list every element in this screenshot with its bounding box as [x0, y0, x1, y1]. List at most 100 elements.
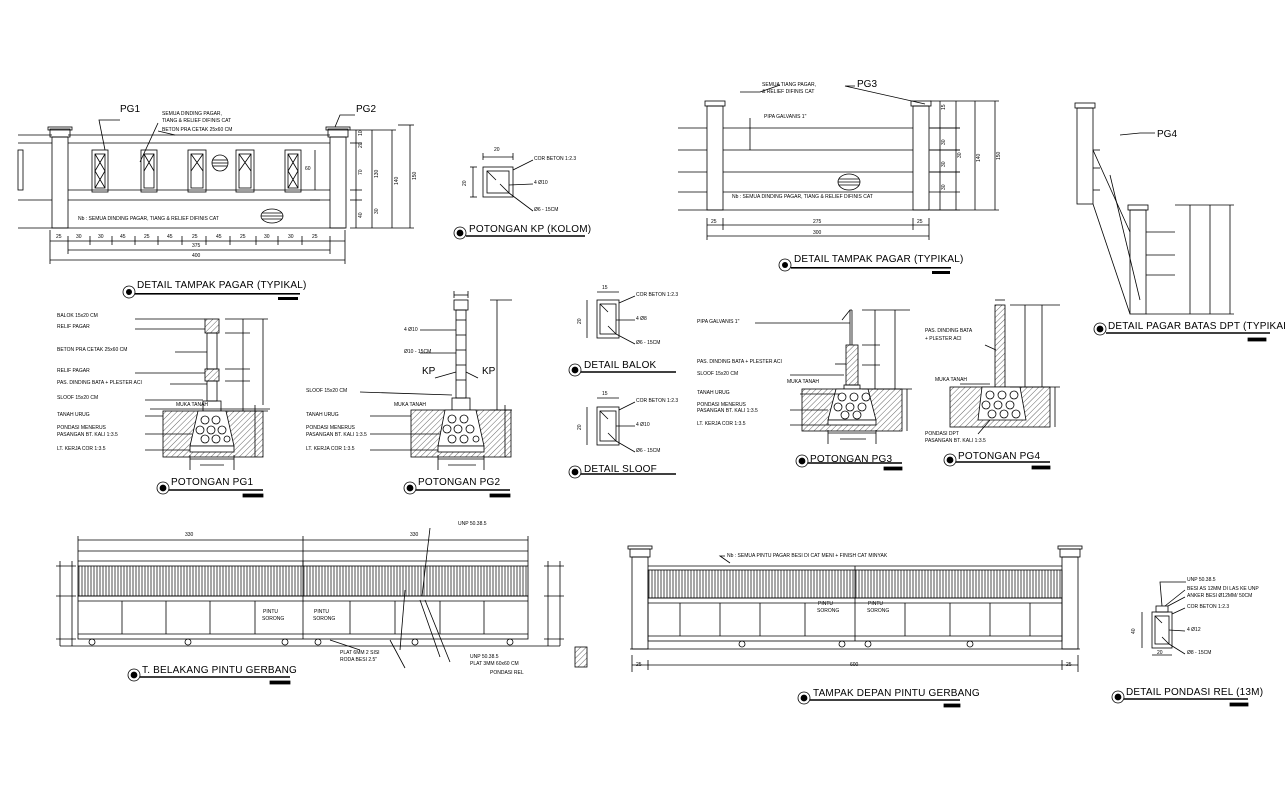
title-pagar-batas: DETAIL PAGAR BATAS DPT (TYPIKAL) — [1108, 321, 1285, 332]
tag-pg2: PG2 — [356, 104, 377, 115]
pg2-label-4: TANAH URUG — [306, 412, 339, 418]
title-potongan-pg3: POTONGAN PG3 — [810, 454, 893, 465]
pg3-label-2: SLOOF 15x20 CM — [697, 371, 739, 377]
section-pg3 — [755, 309, 912, 471]
kp-tag-left: KP — [422, 366, 436, 377]
rel-unp: UNP 50.38.5 — [1187, 577, 1216, 583]
rel-bar: 4 Ø12 — [1187, 627, 1201, 633]
note-relief-difinis: & RELIEF DIFINIS CAT — [762, 89, 815, 95]
pg3-label-4: TANAH URUG — [697, 390, 730, 396]
dim-rv-3: 30 — [941, 184, 947, 190]
pg1-label-2: BETON PRA CETAK 25x60 CM — [57, 347, 128, 353]
rel-dim-h: 40 — [1131, 628, 1137, 634]
pg2-label-3: MUKA TANAH — [394, 402, 427, 408]
rel-dim-w: 20 — [1157, 650, 1163, 656]
kp-dim-h: 20 — [462, 180, 468, 186]
dim-lr-7: 150 — [412, 171, 418, 180]
balok-cor: COR BETON 1:2.3 — [636, 292, 679, 298]
pg1-label-7: TANAH URUG — [57, 412, 90, 418]
pg3-label-0: PIPA GALVANIS 1" — [697, 319, 740, 325]
dim-lr-1: 20 — [358, 142, 364, 148]
gate-dim-600: 600 — [850, 662, 859, 668]
pg4-label-4: PASANGAN BT. KALI 1:3.5 — [925, 438, 986, 444]
pg1-label-6: MUKA TANAH — [176, 402, 209, 408]
gate-unp-bot: UNP 50.38.5 — [470, 654, 499, 660]
gate-roda: RODA BESI 2.5" — [340, 657, 378, 663]
title-potongan-pg4: POTONGAN PG4 — [958, 451, 1041, 462]
title-detail-sloof: DETAIL SLOOF — [584, 464, 657, 475]
gate-pintu-1: PINTU — [263, 609, 278, 615]
dim-lr-5: 130 — [374, 169, 380, 178]
pg1-label-3: RELIF PAGAR — [57, 368, 90, 374]
title-detail-balok: DETAIL BALOK — [584, 360, 657, 371]
kp-stirrup: Ø6 - 15CM — [534, 207, 559, 213]
gate-plat-sisi: PLAT 6MM 2 SISI — [340, 650, 380, 656]
gate-front-pintu-2: PINTU — [868, 601, 883, 607]
dim-lb-3: 45 — [120, 234, 126, 240]
balok-dim-w: 15 — [602, 285, 608, 291]
dim-lb-5: 45 — [167, 234, 173, 240]
dim-lb-2: 30 — [98, 234, 104, 240]
pg3-label-5: PONDASI MENERUS — [697, 402, 746, 408]
dim-rv-6: 150 — [996, 151, 1002, 160]
boundary-fence-detail — [1074, 102, 1270, 342]
gate-plat-3mm: PLAT 3MM 60x60 CM — [470, 661, 519, 667]
pg4-label-3: PONDASI DPT — [925, 431, 959, 437]
pg3-label-6: PASANGAN BT. KALI 1:3.5 — [697, 408, 758, 414]
dim-rv-4: 30 — [957, 152, 963, 158]
dim-rv-2: 30 — [941, 161, 947, 167]
gate-front-sorong-2: SORONG — [867, 608, 890, 614]
kp-dim-w: 20 — [494, 147, 500, 153]
sloof-dim-w: 15 — [602, 391, 608, 397]
note-nb-dinding-right: Nb : SEMUA DINDING PAGAR, TIANG & RELIEF… — [732, 194, 873, 200]
scale-bars — [122, 258, 951, 300]
kp-cor: COR BETON 1:2.3 — [534, 156, 577, 162]
sloof-stirrup: Ø6 - 15CM — [636, 448, 661, 454]
dim-right-total: 300 — [813, 230, 822, 236]
dim-lb-10: 30 — [288, 234, 294, 240]
pg2-label-2: SLOOF 15x20 CM — [306, 388, 348, 394]
pg3-label-7: LT. KERJA COR 1:3.5 — [697, 421, 746, 427]
rel-stirrup: Ø8 - 15CM — [1187, 650, 1212, 656]
dim-rv-1: 30 — [941, 139, 947, 145]
dim-lr-3: 40 — [358, 212, 364, 218]
dim-lb-1: 30 — [76, 234, 82, 240]
tag-pg4: PG4 — [1157, 129, 1178, 140]
pg1-label-1: RELIF PAGAR — [57, 324, 90, 330]
title-potongan-pg1: POTONGAN PG1 — [171, 477, 254, 488]
note-semua-tiang: SEMUA TIANG PAGAR, — [762, 82, 816, 88]
dim-rv-0: 15 — [941, 104, 947, 110]
pg2-label-0: 4 Ø10 — [404, 327, 418, 333]
dim-lb-11: 25 — [312, 234, 318, 240]
pg2-label-7: LT. KERJA COR 1:3.5 — [306, 446, 355, 452]
title-potongan-pg2: POTONGAN PG2 — [418, 477, 501, 488]
note-nb-gerbang: Nb : SEMUA PINTU PAGAR BESI DI CAT MENI … — [727, 553, 888, 559]
kp-bar: 4 Ø10 — [534, 180, 548, 186]
dim-left-mid: 60 — [305, 166, 311, 172]
pg3-label-1: PAS. DINDING BATA + PLESTER ACI — [697, 359, 782, 365]
rel-cor: COR BETON 1:2.3 — [1187, 604, 1230, 610]
gate-front-pintu-1: PINTU — [818, 601, 833, 607]
dim-lb-8: 25 — [240, 234, 246, 240]
title-tampak-pagar-left: DETAIL TAMPAK PAGAR (TYPIKAL) — [137, 280, 307, 291]
pg2-label-5: PONDASI MENERUS — [306, 425, 355, 431]
gate-pondasi-rel: PONDASI REL — [490, 670, 524, 676]
gate-sorong-1: SORONG — [262, 616, 285, 622]
gate-dim-330a: 330 — [185, 532, 194, 538]
pg1-label-0: BALOK 15x20 CM — [57, 313, 98, 319]
note-tiang-relief: TIANG & RELIEF DIFINIS CAT — [162, 118, 232, 124]
pg1-label-8: PONDASI MENERUS — [57, 425, 106, 431]
gate-unp-top: UNP 50.38.5 — [458, 521, 487, 527]
dim-rb-0: 25 — [711, 219, 717, 225]
dim-rv-5: 140 — [976, 153, 982, 162]
note-nb-dinding: Nb : SEMUA DINDING PAGAR, TIANG & RELIEF… — [78, 216, 219, 222]
section-pg1 — [135, 318, 270, 498]
note-beton-pra: BETON PRA CETAK 25x60 CM — [162, 127, 233, 133]
fence-elevation-right — [678, 84, 999, 240]
dim-lb-6: 25 — [192, 234, 198, 240]
dim-rb-1: 275 — [813, 219, 822, 225]
pg4-label-2: MUKA TANAH — [935, 377, 968, 383]
title-belakang-gerbang: T. BELAKANG PINTU GERBANG — [142, 665, 298, 676]
section-pg2 — [359, 291, 512, 498]
